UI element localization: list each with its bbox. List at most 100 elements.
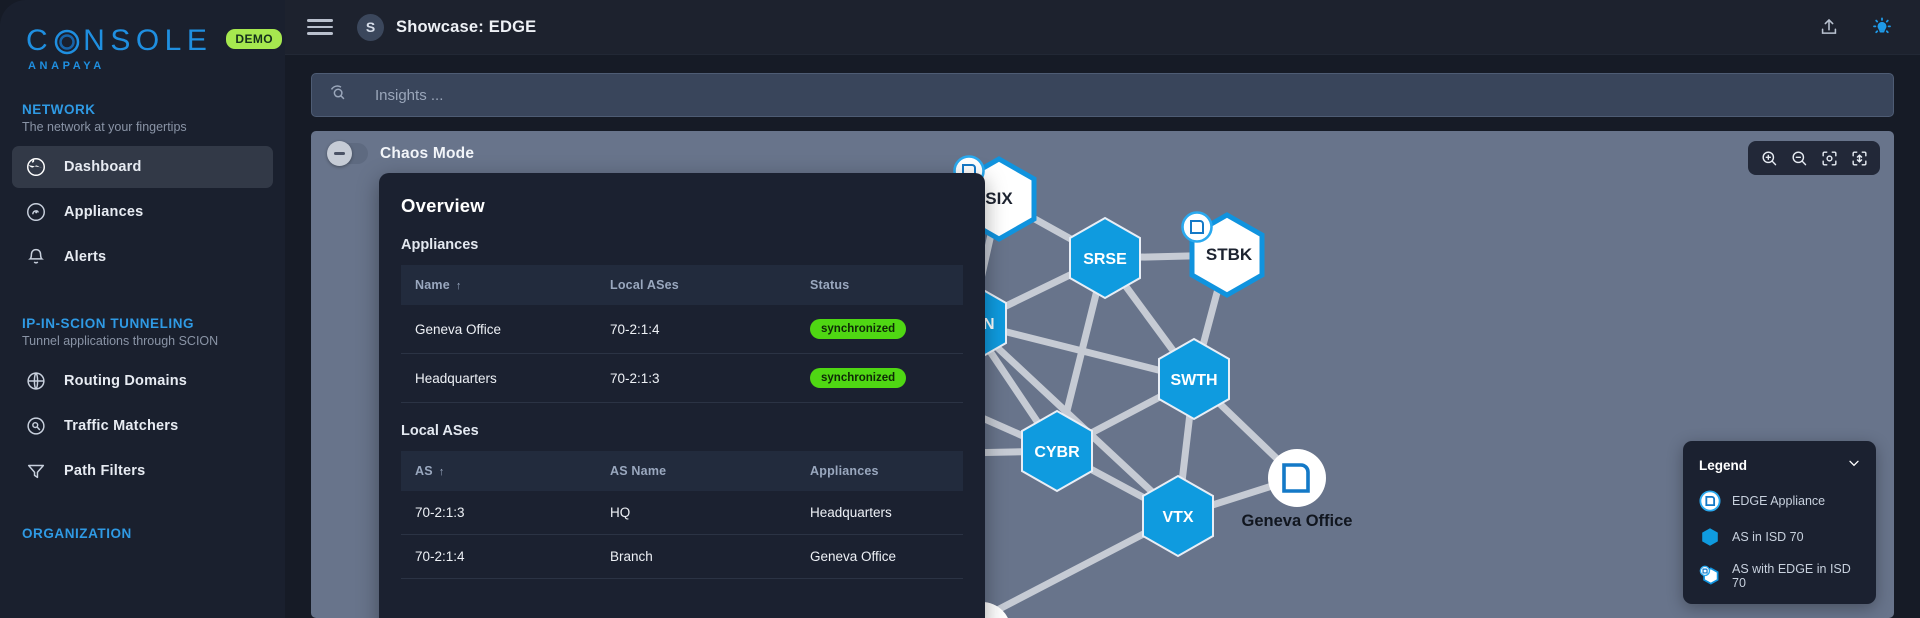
edge-appliance-circle-icon <box>1699 490 1721 512</box>
table-row[interactable]: 70-2:1:4 Branch Geneva Office <box>401 534 963 579</box>
topology-node-vtx[interactable]: VTX <box>1142 474 1214 558</box>
sidebar-section-subtitle: The network at your fingertips <box>22 120 187 134</box>
column-header-as[interactable]: AS↑ <box>401 451 596 491</box>
insights-search-icon <box>328 82 349 108</box>
hamburger-icon[interactable] <box>307 17 333 37</box>
legend-panel: Legend <box>1683 441 1876 604</box>
column-header-status[interactable]: Status <box>796 265 963 305</box>
column-header-as-name[interactable]: AS Name <box>596 451 796 491</box>
status-badge: synchronized <box>810 368 907 388</box>
topology-node-cybr[interactable]: CYBR <box>1021 409 1093 493</box>
table-row[interactable]: 70-2:1:3 HQ Headquarters <box>401 491 963 535</box>
sidebar-item-label: Routing Domains <box>64 373 188 389</box>
center-focus-icon[interactable] <box>1816 145 1842 171</box>
sidebar-item-appliances[interactable]: Appliances <box>12 191 273 233</box>
page-title: Showcase: EDGE <box>396 17 537 36</box>
map-controls <box>1748 141 1880 175</box>
local-ases-table: AS↑ AS Name Appliances 70-2:1:3 HQ Headq… <box>401 451 963 579</box>
logo-o-icon <box>54 28 81 55</box>
legend-item-label: EDGE Appliance <box>1732 494 1826 508</box>
svg-text:SWTH: SWTH <box>1170 372 1217 389</box>
sidebar-section-title: ORGANIZATION <box>22 526 132 541</box>
sidebar-item-label: Traffic Matchers <box>64 418 179 434</box>
table-row[interactable]: Headquarters 70-2:1:3 synchronized <box>401 353 963 403</box>
table-row[interactable]: Geneva Office 70-2:1:4 synchronized <box>401 305 963 354</box>
column-header-local-ases[interactable]: Local ASes <box>596 265 796 305</box>
zoom-in-icon[interactable] <box>1756 145 1782 171</box>
cell-name: Headquarters <box>401 353 596 403</box>
status-badge: synchronized <box>810 319 907 339</box>
sidebar-section-organization: ORGANIZATION <box>0 526 285 541</box>
globe-icon <box>24 369 48 393</box>
chaos-mode-label: Chaos Mode <box>380 144 475 162</box>
bell-icon <box>24 245 48 269</box>
cell-status: synchronized <box>796 353 963 403</box>
sidebar-section-title: IP-IN-SCION TUNNELING <box>22 316 195 331</box>
cell-as: 70-2:1:4 <box>401 534 596 579</box>
main-area: S Showcase: EDGE <box>285 0 1920 618</box>
lightbulb-icon[interactable] <box>1870 15 1894 39</box>
sidebar-section-title: NETWORK <box>22 102 96 117</box>
sidebar-item-dashboard[interactable]: Dashboard <box>12 146 273 188</box>
topbar: S Showcase: EDGE <box>285 0 1920 55</box>
fit-screen-icon[interactable] <box>1846 145 1872 171</box>
search-input[interactable]: Insights ... <box>311 73 1894 117</box>
content-area: Insights ... <box>285 55 1920 618</box>
sidebar-item-alerts[interactable]: Alerts <box>12 236 273 278</box>
topology-node-stbk[interactable]: STBK <box>1181 211 1265 298</box>
svg-text:Geneva Office: Geneva Office <box>1242 512 1353 530</box>
sidebar-section-tunneling: IP-IN-SCION TUNNELING Tunnel application… <box>0 316 285 492</box>
sidebar-item-label: Appliances <box>64 204 144 220</box>
white-hexagon-edge-icon <box>1699 565 1721 587</box>
blue-hexagon-icon <box>1699 526 1721 548</box>
cell-as: 70-2:1:3 <box>401 491 596 535</box>
sort-arrow-icon: ↑ <box>438 466 445 478</box>
chaos-mode-toggle[interactable] <box>327 141 368 166</box>
column-label: Name <box>415 278 450 292</box>
svg-text:SRSE: SRSE <box>1083 251 1127 268</box>
column-header-name[interactable]: Name↑ <box>401 265 596 305</box>
sidebar-item-traffic-matchers[interactable]: Traffic Matchers <box>12 405 273 447</box>
toggle-knob <box>327 141 352 166</box>
minus-icon <box>334 152 345 155</box>
avatar[interactable]: S <box>357 13 384 41</box>
cell-local-ases: 70-2:1:3 <box>596 353 796 403</box>
search-placeholder: Insights ... <box>375 86 444 104</box>
table-header-row: AS↑ AS Name Appliances <box>401 451 963 491</box>
demo-badge: DEMO <box>226 29 282 49</box>
column-header-appliances[interactable]: Appliances <box>796 451 963 491</box>
local-ases-section-title: Local ASes <box>401 423 479 439</box>
table-header-row: Name↑ Local ASes Status <box>401 265 963 305</box>
svg-text:CYBR: CYBR <box>1034 444 1080 461</box>
zoom-out-icon[interactable] <box>1786 145 1812 171</box>
topology-canvas[interactable]: SIX STBK <box>311 131 1894 618</box>
cell-appliances: Geneva Office <box>796 534 963 579</box>
legend-item-label: AS in ISD 70 <box>1732 530 1804 544</box>
chevron-down-icon[interactable] <box>1846 455 1862 476</box>
svg-text:SIX: SIX <box>985 189 1013 208</box>
globe-network-icon <box>24 155 48 179</box>
sidebar-section-network: NETWORK The network at your fingertips D… <box>0 102 285 278</box>
cell-appliances: Headquarters <box>796 491 963 535</box>
legend-header[interactable]: Legend <box>1699 455 1862 476</box>
overview-title: Overview <box>401 195 485 216</box>
legend-item-as-with-edge: AS with EDGE in ISD 70 <box>1699 562 1862 590</box>
target-search-icon <box>24 414 48 438</box>
chaos-mode-control[interactable]: Chaos Mode <box>327 141 475 166</box>
sidebar-item-path-filters[interactable]: Path Filters <box>12 450 273 492</box>
upload-icon[interactable] <box>1818 16 1840 38</box>
appliance-icon <box>24 200 48 224</box>
legend-item-label: AS with EDGE in ISD 70 <box>1732 562 1851 590</box>
sidebar-item-label: Path Filters <box>64 463 146 479</box>
topology-node-geneva-office[interactable]: Geneva Office <box>1242 449 1353 530</box>
cell-as-name: Branch <box>596 534 796 579</box>
svg-text:VTX: VTX <box>1162 509 1193 526</box>
legend-item-edge-appliance: EDGE Appliance <box>1699 490 1862 512</box>
topology-node-srse[interactable]: SRSE <box>1069 216 1141 300</box>
funnel-icon <box>24 459 48 483</box>
topology-node-swth[interactable]: SWTH <box>1158 337 1230 421</box>
brand-logo[interactable]: C NSOLE ANAPAYA DEMO <box>0 0 285 72</box>
appliances-table: Name↑ Local ASes Status Geneva Office 70… <box>401 265 963 403</box>
sidebar-item-routing-domains[interactable]: Routing Domains <box>12 360 273 402</box>
